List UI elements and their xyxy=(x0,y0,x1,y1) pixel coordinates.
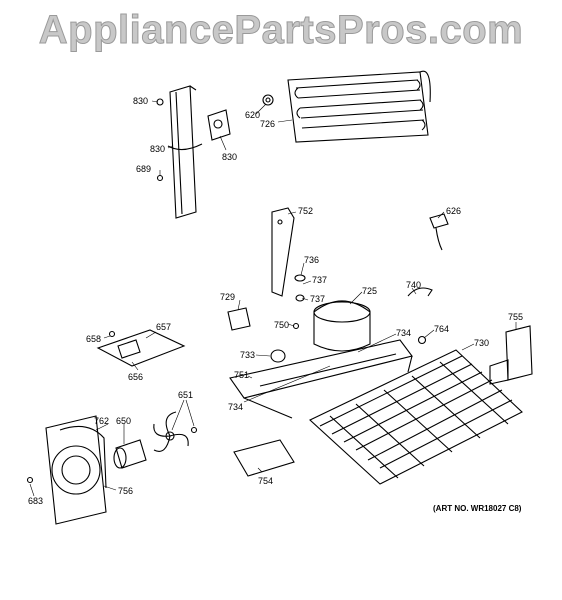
grommet-737[interactable] xyxy=(295,294,305,302)
drain-pan-754[interactable] xyxy=(233,439,295,477)
label-740: 740 xyxy=(406,280,421,290)
label-737b: 737 xyxy=(310,294,325,304)
label-830c: 830 xyxy=(222,152,237,162)
label-750: 750 xyxy=(274,320,289,330)
bracket-755[interactable] xyxy=(489,325,533,385)
compressor-725[interactable] xyxy=(313,300,371,352)
clip-740[interactable] xyxy=(407,287,433,297)
label-650: 650 xyxy=(116,416,131,426)
base-pan-751[interactable] xyxy=(229,339,413,419)
label-734a: 734 xyxy=(396,328,411,338)
support-bracket-752[interactable] xyxy=(271,207,295,297)
label-754: 754 xyxy=(258,476,273,486)
label-755: 755 xyxy=(508,312,523,322)
condenser-grid-730[interactable] xyxy=(309,349,523,485)
screw-750[interactable] xyxy=(292,322,300,330)
condenser-coil[interactable] xyxy=(287,70,431,143)
label-729: 729 xyxy=(220,292,235,302)
fan-shroud-756[interactable] xyxy=(45,415,107,525)
label-830a: 830 xyxy=(133,96,148,106)
fan-blade-651[interactable] xyxy=(153,411,198,452)
leader-lines xyxy=(29,100,517,497)
relay-729[interactable] xyxy=(227,307,251,331)
label-658: 658 xyxy=(86,334,101,344)
grommet-620[interactable] xyxy=(262,94,274,106)
label-626: 626 xyxy=(446,206,461,216)
label-730: 730 xyxy=(474,338,489,348)
label-651: 651 xyxy=(178,390,193,400)
label-764: 764 xyxy=(434,324,449,334)
label-620: 620 xyxy=(245,110,260,120)
label-830b: 830 xyxy=(150,144,165,154)
overload-626[interactable] xyxy=(429,213,449,251)
label-657: 657 xyxy=(156,322,171,332)
screw-683[interactable] xyxy=(26,476,34,484)
label-725: 725 xyxy=(362,286,377,296)
grommet-736[interactable] xyxy=(294,274,306,282)
label-736: 736 xyxy=(304,255,319,265)
fan-motor-650[interactable] xyxy=(113,439,147,469)
control-box-657[interactable] xyxy=(96,329,186,367)
art-number: (ART NO. WR18027 C8) xyxy=(433,504,522,513)
gasket-762[interactable] xyxy=(59,425,107,489)
capacitor-733[interactable] xyxy=(270,349,286,363)
label-762: 762 xyxy=(94,416,109,426)
screw-689[interactable] xyxy=(156,174,164,182)
label-756: 756 xyxy=(118,486,133,496)
label-689: 689 xyxy=(136,164,151,174)
label-737a: 737 xyxy=(312,275,327,285)
clip-830[interactable] xyxy=(207,109,231,141)
label-733: 733 xyxy=(240,350,255,360)
label-734b: 734 xyxy=(228,402,243,412)
screw-658[interactable] xyxy=(108,330,116,338)
label-683: 683 xyxy=(28,496,43,506)
clamp-764[interactable] xyxy=(417,335,427,345)
label-656: 656 xyxy=(128,372,143,382)
watermark-text: AppliancePartsPros.com xyxy=(38,8,524,53)
label-752: 752 xyxy=(298,206,313,216)
mounting-bracket[interactable] xyxy=(167,85,203,219)
label-726: 726 xyxy=(260,119,275,129)
label-751: 751 xyxy=(234,370,249,380)
